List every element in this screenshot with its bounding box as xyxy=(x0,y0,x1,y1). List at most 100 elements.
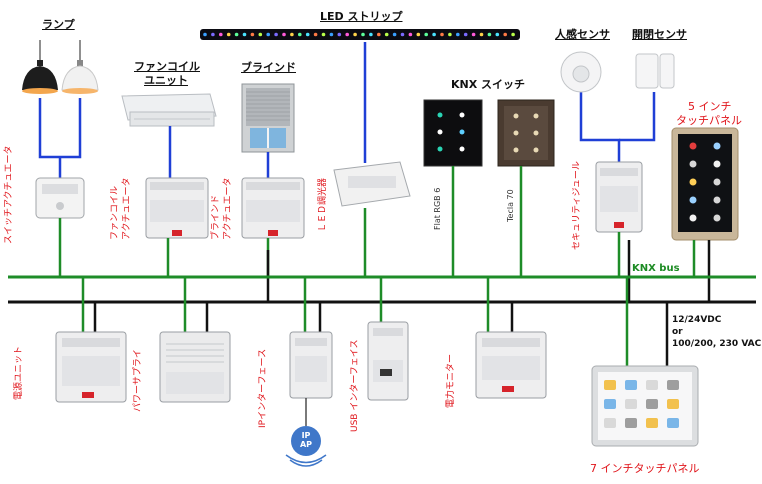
panel5-icon xyxy=(713,196,721,204)
led-dot xyxy=(471,32,476,37)
led-dot xyxy=(211,32,215,37)
led-dot xyxy=(384,32,389,37)
security-module-device xyxy=(595,161,643,233)
panel5-icon xyxy=(713,214,721,222)
led-dot xyxy=(448,32,452,37)
led-dimmer-device xyxy=(333,161,411,207)
fancoil-actuator-label-1: ファンコイル xyxy=(110,185,120,240)
led-dot xyxy=(495,32,500,37)
panel5-icon xyxy=(689,178,697,186)
blind-actuator-label-2: アクチュエータ xyxy=(223,177,233,240)
power-monitor-device xyxy=(475,331,547,399)
fancoil-unit xyxy=(121,93,217,127)
led-dot xyxy=(408,32,413,37)
panel7-icon xyxy=(646,399,658,409)
led-dot xyxy=(250,32,255,37)
led-dot xyxy=(400,32,405,37)
switch-actuator-label: スイッチアクチュエータ xyxy=(4,145,14,244)
panel7-icon xyxy=(667,399,679,409)
power-unit-label: 電源ユニット xyxy=(14,345,24,400)
fancoil-actuator-label-2: アクチュエータ xyxy=(122,177,132,240)
ip-ap-badge xyxy=(285,398,327,467)
power-spec-line-3: 100/200, 230 VAC xyxy=(672,339,762,349)
usb-interface-label: USB インターフェイス xyxy=(350,339,360,432)
knx-switch-tecla70 xyxy=(497,99,555,167)
panel5-icon xyxy=(713,160,721,168)
panel5-icon xyxy=(689,142,697,150)
panel5-icon xyxy=(689,160,697,168)
led-dot xyxy=(487,32,492,37)
panel5-icon xyxy=(689,196,697,204)
panel7-icon xyxy=(625,380,637,390)
led-dot xyxy=(416,32,421,37)
led-dot xyxy=(226,32,231,37)
panel7-icon xyxy=(604,380,616,390)
knx-switch-label: KNX スイッチ xyxy=(451,78,526,91)
panel7-icon xyxy=(625,418,637,428)
ap-text: AP xyxy=(299,440,313,449)
panel7-icon xyxy=(667,418,679,428)
led-dot xyxy=(321,32,326,37)
led-dot xyxy=(266,32,271,37)
open-close-sensor-label: 開閉センサ xyxy=(632,28,687,41)
led-dot xyxy=(353,32,357,37)
power-supply-label: パワーサプライ xyxy=(133,349,143,412)
knx-bus-label: KNX bus xyxy=(632,263,680,274)
lamp-black xyxy=(22,40,58,94)
panel5-icon xyxy=(689,214,697,222)
led-dot xyxy=(234,32,239,37)
usb-interface-device xyxy=(367,321,409,401)
panel7-icon xyxy=(667,380,679,390)
led-dot xyxy=(313,32,318,37)
touch-panel-7-inch xyxy=(591,365,699,447)
led-dot xyxy=(258,32,263,37)
blind-window xyxy=(241,83,295,153)
led-dot xyxy=(361,32,365,37)
lamp-label: ランプ xyxy=(42,18,75,31)
led-dot xyxy=(392,32,397,37)
tecla-label: Tecla 70 xyxy=(506,189,515,222)
power-monitor-label: 電力モニター xyxy=(446,353,456,408)
panel5-label-1: 5 インチ xyxy=(688,100,732,113)
fancoil-unit-label-1: ファンコイル xyxy=(134,60,200,73)
led-dot xyxy=(424,32,429,37)
panel7-icon xyxy=(604,399,616,409)
led-dot xyxy=(242,32,247,37)
panel7-label: 7 インチタッチパネル xyxy=(590,462,700,475)
power-supply-device xyxy=(159,331,231,403)
touch-panel-5-inch xyxy=(671,127,739,241)
power-spec-line-1: 12/24VDC xyxy=(672,315,722,325)
blind-actuator-label-1: ブラインド xyxy=(211,194,221,240)
panel5-label-2: タッチパネル xyxy=(676,114,742,127)
led-dot xyxy=(503,32,508,37)
led-dot xyxy=(511,32,515,37)
ip-ap-text: IP AP xyxy=(299,431,313,449)
led-dot xyxy=(479,32,484,37)
led-dot xyxy=(440,32,444,37)
flat-rgb-label: Flat RGB 6 xyxy=(433,187,442,230)
led-dot xyxy=(203,32,207,37)
device-wires xyxy=(168,42,656,178)
lamp-wires xyxy=(38,98,82,178)
open-close-sensor xyxy=(635,53,675,89)
panel7-icon xyxy=(604,418,616,428)
led-dot xyxy=(463,32,468,37)
led-dot xyxy=(456,32,460,37)
led-dot xyxy=(274,32,278,37)
led-dot xyxy=(290,32,294,37)
ip-interface-label: IPインターフェース xyxy=(258,348,268,428)
ip-interface-device xyxy=(289,331,333,399)
led-dot xyxy=(329,32,334,37)
led-dot xyxy=(305,32,310,37)
led-dot xyxy=(219,32,223,37)
bottom-bus-drops xyxy=(81,277,629,366)
panel5-icon xyxy=(713,142,721,150)
ip-text: IP xyxy=(301,431,311,440)
led-dot xyxy=(432,32,436,37)
bottom-power-drops xyxy=(93,302,669,366)
led-strip xyxy=(200,29,520,40)
led-dot xyxy=(369,32,373,37)
fancoil-unit-label-2: ユニット xyxy=(144,74,188,87)
